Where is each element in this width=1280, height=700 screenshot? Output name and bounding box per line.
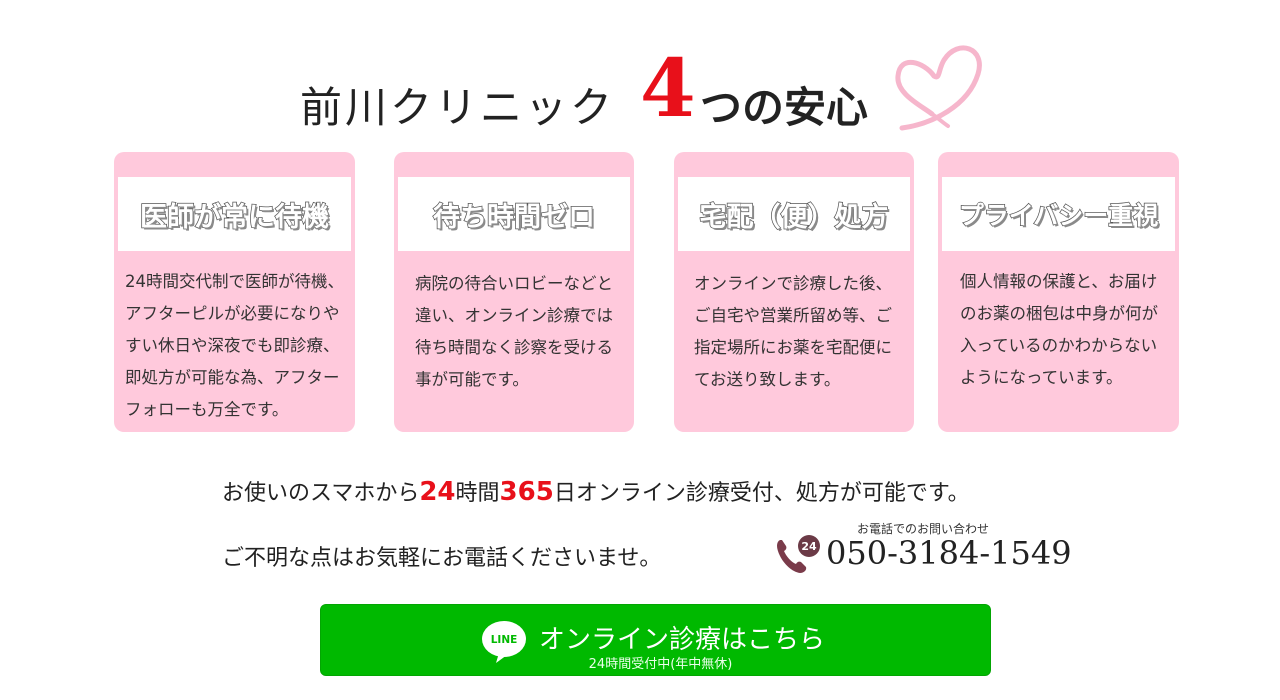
heading-clinic-name: 前川クリニック (300, 83, 616, 132)
feature-card-title: プライバシー重視 (958, 200, 1159, 231)
service-hours-mid: 時間 (455, 481, 500, 506)
heart-ribbon-icon (895, 45, 982, 131)
feature-card-title: 宅配（便）処方 (699, 201, 890, 234)
line-logo-icon: LINE (482, 621, 526, 663)
feature-card-text: 病院の待合いロビーなどと違い、オンライン診療では待ち時間なく診察を受ける事が可能… (415, 274, 613, 389)
heading-number: 4 (640, 41, 696, 135)
phone-number-link[interactable]: 050-3184-1549 (826, 534, 1072, 572)
feature-card-no-wait: 待ち時間ゼロ 病院の待合いロビーなどと違い、オンライン診療では待ち時間なく診察を… (394, 152, 634, 432)
feature-card-title-box: 医師が常に待機 (118, 177, 351, 251)
feature-card-title: 医師が常に待機 (139, 201, 330, 234)
feature-card-delivery: 宅配（便）処方 オンラインで診療した後、ご自宅や営業所留め等、ご指定場所にお薬を… (674, 152, 914, 432)
feature-card-title-box: プライバシー重視 (942, 177, 1175, 251)
feature-card-text: オンラインで診療した後、ご自宅や営業所留め等、ご指定場所にお薬を宅配便にてお送り… (694, 274, 892, 389)
phone-badge-text: 24 (801, 540, 817, 553)
service-hours-number: 24 (419, 477, 456, 507)
phone-caption: お電話でのお問い合わせ (857, 522, 990, 536)
service-days-number: 365 (499, 477, 554, 507)
service-hours-text: お使いのスマホから24時間365日オンライン診療受付、処方が可能です。 (222, 475, 970, 507)
service-hours-post: 日オンライン診療受付、処方が可能です。 (553, 481, 970, 506)
feature-card-text: 24時間交代制で医師が待機、アフターピルが必要になりやすい休日や深夜でも即診療、… (125, 272, 344, 419)
feature-card-privacy: プライバシー重視 個人情報の保護と、お届けのお薬の梱包は中身が何が入っているのか… (938, 152, 1179, 432)
line-button-label: オンライン診療はこちら (539, 625, 826, 655)
contact-prompt-text: ご不明な点はお気軽にお電話くださいませ。 (222, 546, 662, 571)
section-heading: 前川クリニック 4 つの安心 (300, 40, 1000, 140)
line-button-subtext: 24時間受付中(年中無休) (588, 657, 733, 672)
line-logo-text: LINE (491, 634, 518, 646)
feature-card-text: 個人情報の保護と、お届けのお薬の梱包は中身が何が入っているのかわからないようにな… (960, 272, 1158, 387)
heading-suffix: つの安心 (700, 83, 869, 132)
feature-card-title-box: 宅配（便）処方 (678, 177, 910, 251)
phone-contact[interactable]: お電話でのお問い合わせ 24 050-3184-1549 (774, 518, 1084, 578)
phone-24h-icon: 24 (777, 535, 820, 573)
line-online-consultation-button[interactable]: LINE オンライン診療はこちら 24時間受付中(年中無休) (320, 604, 991, 676)
feature-card-title-box: 待ち時間ゼロ (398, 177, 630, 251)
service-hours-pre: お使いのスマホから (222, 481, 420, 506)
feature-card-doctor: 医師が常に待機 24時間交代制で医師が待機、アフターピルが必要になりやすい休日や… (114, 152, 355, 432)
feature-card-title: 待ち時間ゼロ (432, 201, 596, 234)
